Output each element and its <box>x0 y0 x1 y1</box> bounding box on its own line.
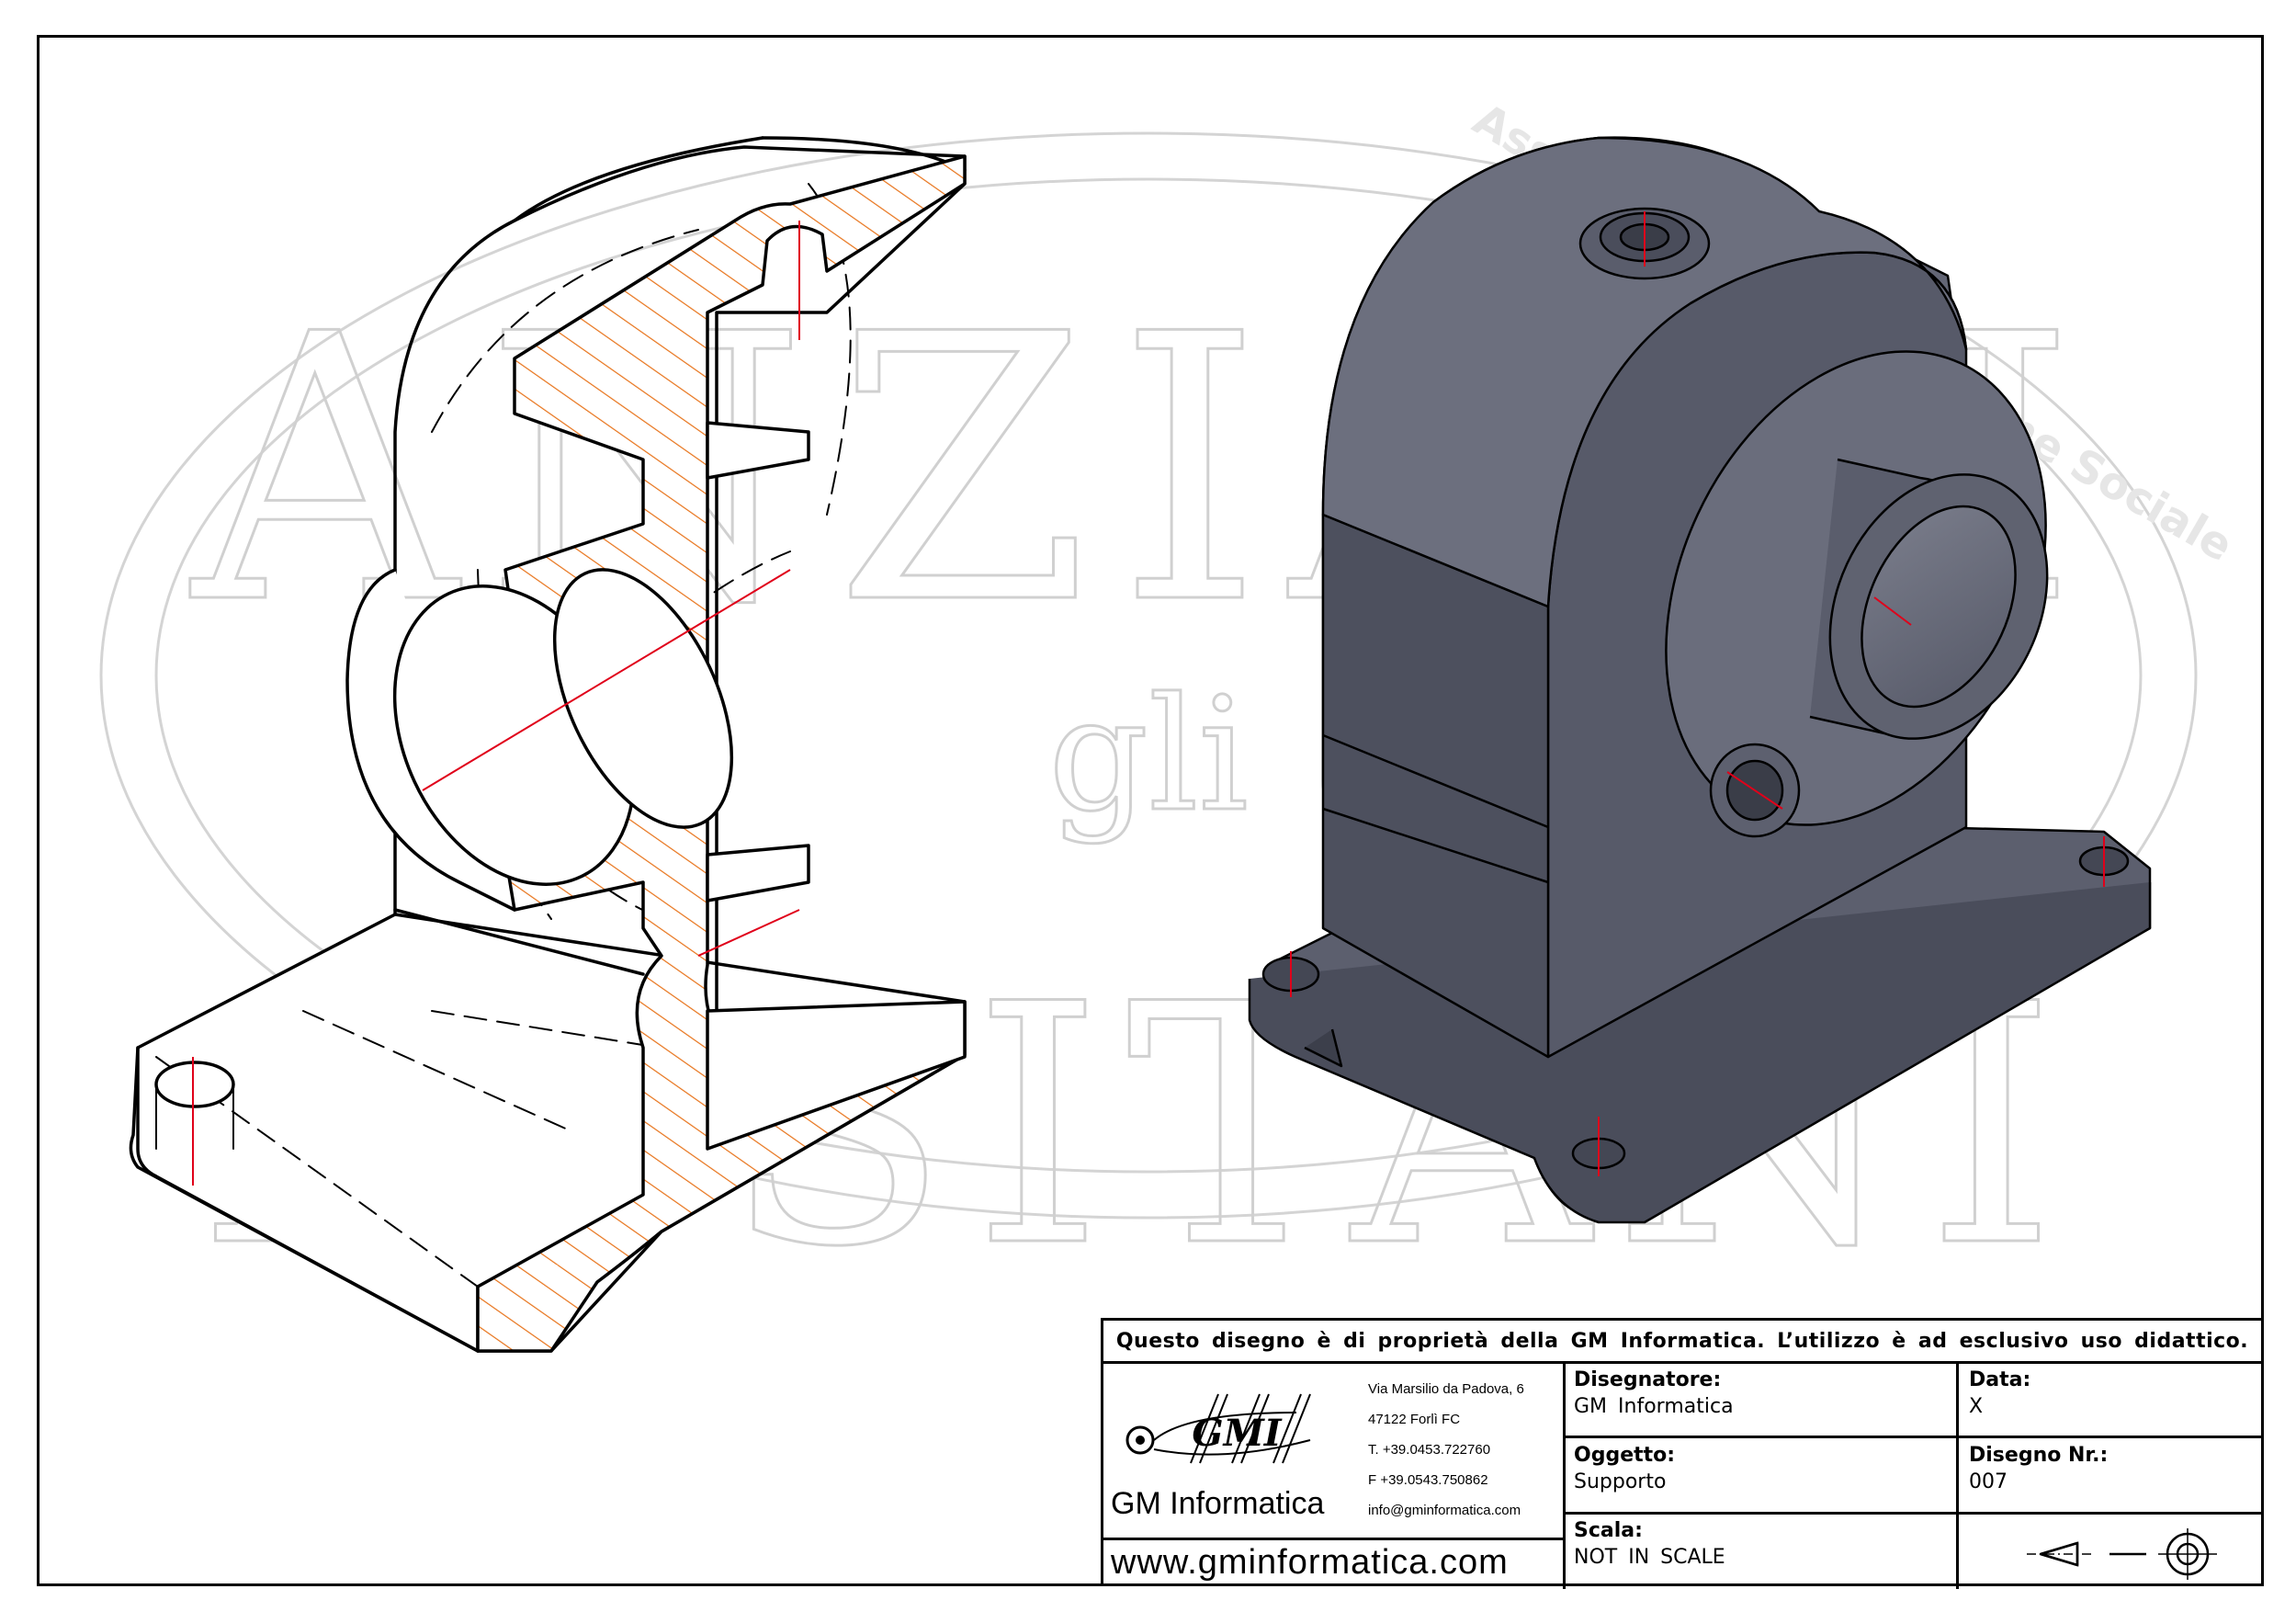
company-name: GM Informatica <box>1111 1486 1325 1521</box>
frame-top-rule <box>37 35 1103 38</box>
first-angle-projection-icon <box>2022 1525 2243 1583</box>
object-label: Oggetto: <box>1574 1444 1676 1467</box>
company-address: Via Marsilio da Padova, 6 47122 Forlì FC… <box>1368 1374 1561 1526</box>
drawing-number-field: Disegno Nr.: 007 <box>1969 1444 2108 1493</box>
divider <box>1563 1512 2261 1515</box>
divider <box>1563 1361 1566 1589</box>
watermark-word-mid: gli <box>1048 664 1249 846</box>
solid-view <box>1248 136 2152 1224</box>
scale-label: Scala: <box>1574 1519 1643 1542</box>
designer-field: Disegnatore: GM Informatica <box>1574 1368 1734 1418</box>
solid-center-lines <box>1290 211 2105 1176</box>
drawing-number-value: 007 <box>1969 1470 2008 1493</box>
scale-field: Scala: NOT IN SCALE <box>1574 1519 1725 1569</box>
object-value: Supporto <box>1574 1470 1667 1493</box>
date-value: X <box>1969 1395 1984 1418</box>
date-label: Data: <box>1969 1368 2031 1391</box>
scale-value: NOT IN SCALE <box>1574 1546 1725 1569</box>
address-email: info@gminformatica.com <box>1368 1503 1521 1518</box>
address-city: 47122 Forlì FC <box>1368 1412 1461 1427</box>
divider <box>1563 1436 2261 1438</box>
section-center-lines <box>192 221 800 1186</box>
divider <box>1103 1361 2261 1364</box>
address-street: Via Marsilio da Padova, 6 <box>1368 1381 1524 1397</box>
company-logo: GMI <box>1113 1376 1342 1486</box>
object-field: Oggetto: Supporto <box>1574 1444 1675 1493</box>
designer-label: Disegnatore: <box>1574 1368 1722 1391</box>
date-field: Data: X <box>1969 1368 2030 1418</box>
designer-value: GM Informatica <box>1574 1395 1734 1418</box>
address-phone: T. +39.0453.722760 <box>1368 1442 1491 1458</box>
company-website: www.gminformatica.com <box>1111 1543 1509 1582</box>
title-block: Questo disegno è di proprietà della GM I… <box>1101 1318 2264 1589</box>
divider <box>1103 1538 1563 1540</box>
logo-text: GMI <box>1192 1412 1282 1455</box>
ownership-notice: Questo disegno è di proprietà della GM I… <box>1115 1329 2249 1353</box>
divider <box>1956 1361 1959 1589</box>
address-fax: F +39.0543.750862 <box>1368 1472 1488 1488</box>
drawing-number-label: Disegno Nr.: <box>1969 1444 2109 1467</box>
